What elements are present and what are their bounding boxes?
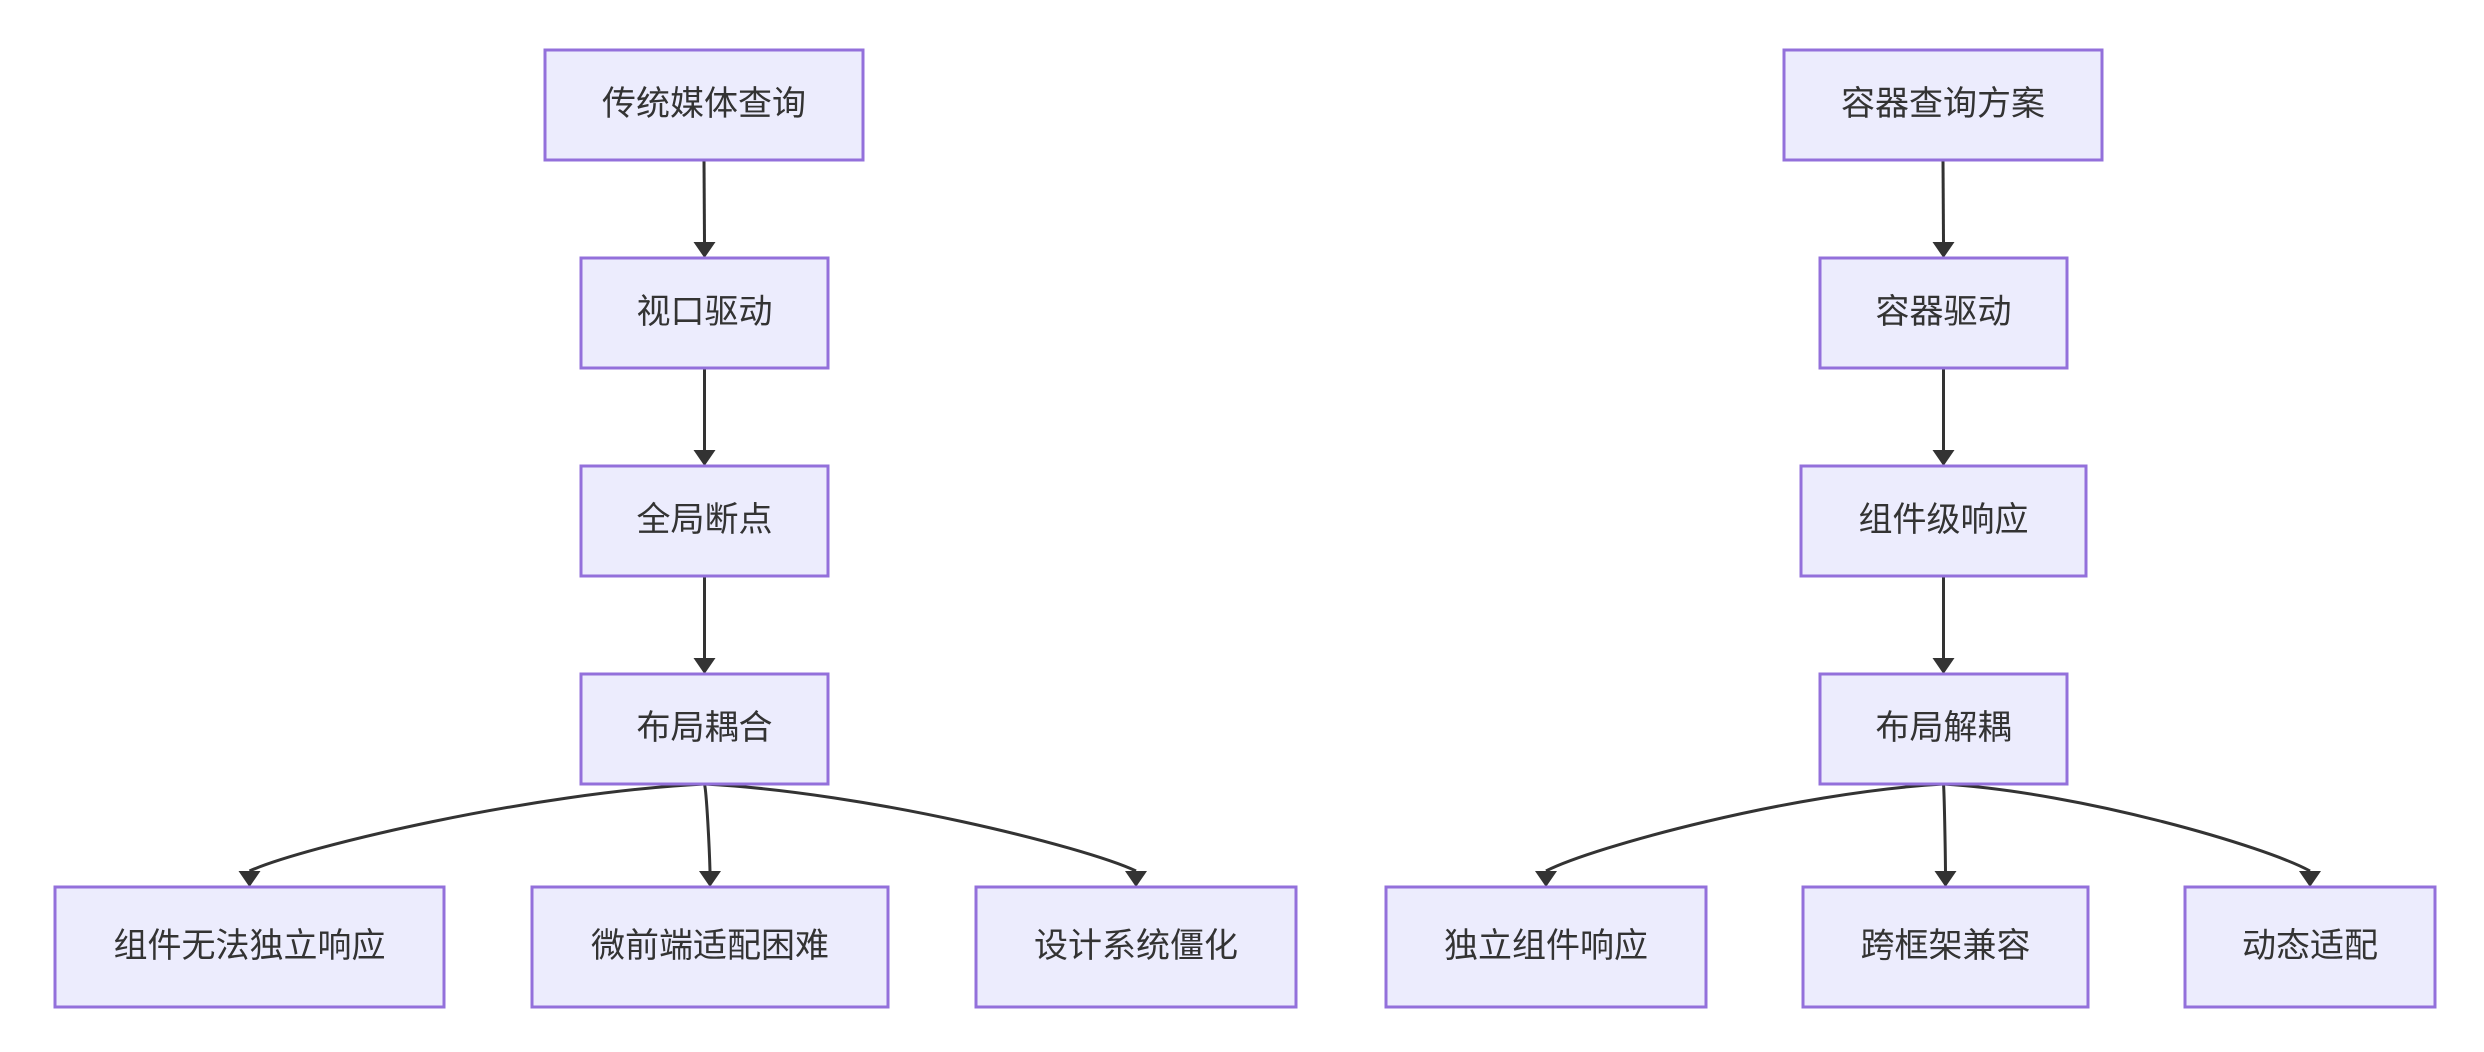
edge-line	[1943, 782, 2311, 873]
node-label: 布局解耦	[1876, 709, 2012, 747]
arrowhead-icon	[1125, 871, 1147, 887]
node-label: 设计系统僵化	[1034, 927, 1238, 965]
arrowhead-icon	[1934, 871, 1957, 887]
node-box[interactable]	[1782, 48, 2104, 162]
node-动态适配[interactable]: 动态适配	[2183, 885, 2437, 1009]
node-独立组件响应[interactable]: 独立组件响应	[1384, 885, 1708, 1009]
node-box[interactable]	[1799, 464, 2088, 578]
node-全局断点[interactable]: 全局断点	[579, 464, 830, 578]
edge-布局耦合-to-微前端适配困难	[699, 783, 721, 887]
edge-布局解耦-to-独立组件响应	[1535, 782, 1944, 887]
node-传统媒体查询[interactable]: 传统媒体查询	[543, 48, 865, 162]
node-label: 跨框架兼容	[1861, 927, 2031, 965]
arrowhead-icon	[2299, 871, 2321, 887]
edge-传统媒体查询-to-视口驱动	[693, 159, 716, 258]
node-box[interactable]	[543, 48, 865, 162]
node-label: 容器查询方案	[1841, 85, 2045, 123]
node-容器查询方案[interactable]: 容器查询方案	[1782, 48, 2104, 162]
node-label: 传统媒体查询	[602, 85, 806, 123]
arrowhead-icon	[1932, 450, 1955, 466]
node-微前端适配困难[interactable]: 微前端适配困难	[530, 885, 890, 1009]
edge-容器驱动-to-组件级响应	[1932, 368, 1955, 466]
node-box[interactable]	[53, 885, 446, 1009]
edge-line	[1941, 159, 1945, 243]
edge-line	[704, 782, 1137, 873]
arrowhead-icon	[1932, 658, 1955, 674]
edge-全局断点-to-布局耦合	[693, 576, 716, 674]
edge-line	[1545, 782, 1944, 873]
node-label: 全局断点	[637, 501, 773, 539]
node-组件级响应[interactable]: 组件级响应	[1799, 464, 2088, 578]
edge-line	[703, 783, 712, 872]
node-box[interactable]	[974, 885, 1298, 1009]
edges-layer	[238, 159, 2321, 887]
edge-布局解耦-to-动态适配	[1943, 782, 2321, 887]
edge-布局耦合-to-设计系统僵化	[704, 782, 1147, 887]
node-布局耦合[interactable]: 布局耦合	[579, 672, 830, 786]
node-box[interactable]	[530, 885, 890, 1009]
node-容器驱动[interactable]: 容器驱动	[1818, 256, 2069, 370]
node-视口驱动[interactable]: 视口驱动	[579, 256, 830, 370]
edge-line	[248, 782, 705, 873]
node-box[interactable]	[1384, 885, 1708, 1009]
node-label: 微前端适配困难	[591, 927, 829, 965]
node-label: 布局耦合	[637, 709, 773, 747]
edge-组件级响应-to-布局解耦	[1932, 576, 1955, 674]
node-label: 容器驱动	[1876, 293, 2012, 331]
edge-line	[702, 159, 706, 243]
node-label: 独立组件响应	[1444, 927, 1648, 965]
node-box[interactable]	[1818, 672, 2069, 786]
node-box[interactable]	[1818, 256, 2069, 370]
arrowhead-icon	[693, 242, 716, 258]
arrowhead-icon	[1932, 242, 1955, 258]
edge-布局解耦-to-跨框架兼容	[1934, 783, 1957, 887]
node-box[interactable]	[579, 464, 830, 578]
arrowhead-icon	[699, 871, 721, 887]
node-box[interactable]	[2183, 885, 2437, 1009]
arrowhead-icon	[238, 871, 261, 887]
node-label: 组件无法独立响应	[114, 927, 386, 965]
edge-布局耦合-to-组件无法独立响应	[238, 782, 705, 887]
arrowhead-icon	[693, 658, 716, 674]
node-设计系统僵化[interactable]: 设计系统僵化	[974, 885, 1298, 1009]
arrowhead-icon	[693, 450, 716, 466]
edge-视口驱动-to-全局断点	[693, 368, 716, 466]
node-box[interactable]	[579, 672, 830, 786]
node-box[interactable]	[1801, 885, 2090, 1009]
edge-容器查询方案-to-容器驱动	[1932, 159, 1955, 258]
node-跨框架兼容[interactable]: 跨框架兼容	[1801, 885, 2090, 1009]
node-label: 组件级响应	[1859, 501, 2029, 539]
node-label: 视口驱动	[637, 293, 773, 331]
arrowhead-icon	[1535, 871, 1557, 887]
node-布局解耦[interactable]: 布局解耦	[1818, 672, 2069, 786]
node-box[interactable]	[579, 256, 830, 370]
node-label: 动态适配	[2242, 927, 2378, 965]
edge-line	[1942, 783, 1947, 872]
node-组件无法独立响应[interactable]: 组件无法独立响应	[53, 885, 446, 1009]
